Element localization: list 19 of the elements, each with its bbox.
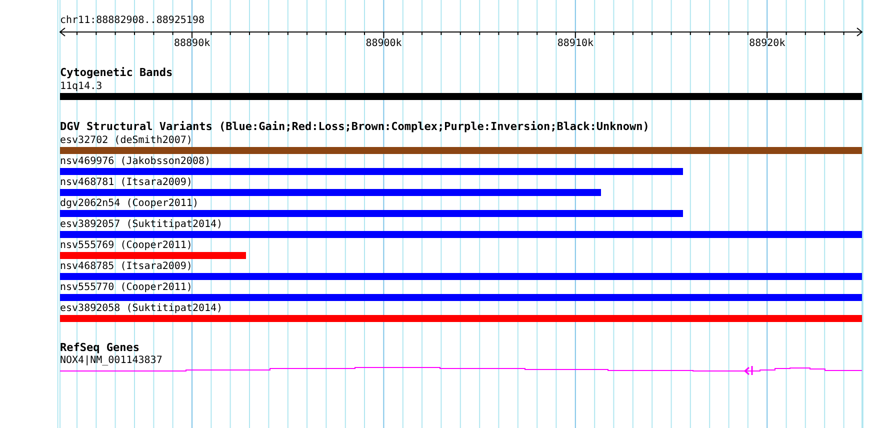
variant-name: esv3892057 (Suktitipat2014) <box>60 219 223 230</box>
tick-label: 88920k <box>749 38 786 49</box>
track-heading: DGV Structural Variants (Blue:Gain;Red:Loss;Brown:Complex;Purple:Inversion;Black:Unknown) <box>60 121 650 132</box>
variant-name: nsv468785 (Itsara2009) <box>60 261 192 272</box>
tick-label: 88910k <box>557 38 594 49</box>
variant-name: dgv2062n54 (Cooper2011) <box>60 198 198 209</box>
band-name: 11q14.3 <box>60 81 102 92</box>
tick-label: 88900k <box>366 38 402 49</box>
gene-name: NOX4|NM_001143837 <box>60 355 162 366</box>
variant-name: esv3892058 (Suktitipat2014) <box>60 303 223 314</box>
coordinate-range: chr11:88882908..88925198 <box>60 15 204 26</box>
variant-name: nsv555769 (Cooper2011) <box>60 240 192 251</box>
tick-label: 88890k <box>174 38 210 49</box>
variant-name: nsv469976 (Jakobsson2008) <box>60 156 211 167</box>
variant-name: esv32702 (deSmith2007) <box>60 135 192 146</box>
variant-name: nsv468781 (Itsara2009) <box>60 177 192 188</box>
track-heading: Cytogenetic Bands <box>60 67 173 78</box>
track-heading: RefSeq Genes <box>60 342 140 353</box>
variant-name: nsv555770 (Cooper2011) <box>60 282 192 293</box>
